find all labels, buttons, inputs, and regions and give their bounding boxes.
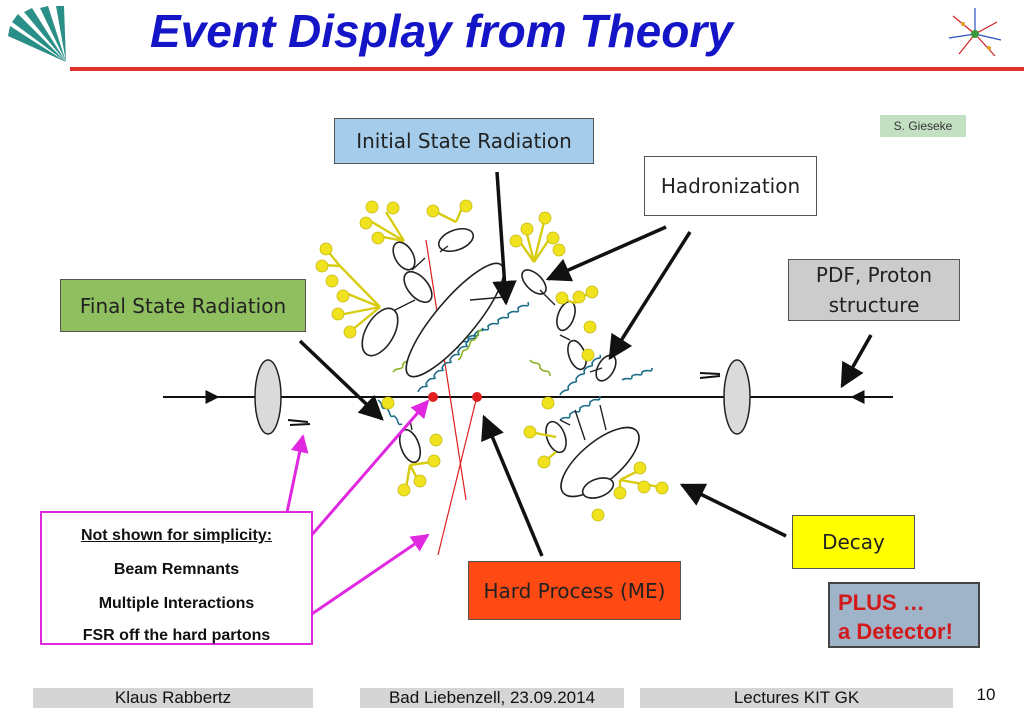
interaction-vertex-1 [428,392,438,402]
label-arrows [298,171,873,557]
hadron-particles [315,199,669,522]
label-initial-state-radiation: Initial State Radiation [334,118,594,164]
footer-author: Klaus Rabbertz [33,688,313,708]
note-item: Multiple Interactions [98,595,255,612]
plus-line-2: a Detector! [838,619,953,644]
plus-detector-callout: PLUS … a Detector! [828,582,980,648]
proton-right [723,359,751,435]
interaction-vertex-2 [472,392,482,402]
credit-label: S. Gieseke [880,115,966,137]
note-heading: Not shown for simplicity: [80,527,273,544]
label-final-state-radiation: Final State Radiation [60,279,306,332]
hard-parton-2 [437,399,477,556]
hadron-clusters [361,227,640,499]
note-item: FSR off the hard partons [82,627,271,644]
event-logo [948,8,1002,57]
label-hadronization: Hadronization [644,156,817,216]
footer-course: Lectures KIT GK [640,688,953,708]
hard-parton-1 [425,239,467,501]
university-logo [8,6,66,62]
simplification-note: Not shown for simplicity: Beam Remnants … [40,511,313,645]
plus-line-1: PLUS … [838,590,925,615]
proton-left [254,359,282,435]
page-number: 10 [976,685,996,704]
label-hard-process: Hard Process (ME) [468,561,681,620]
footer-place-date: Bad Liebenzell, 23.09.2014 [360,688,624,708]
pdf-line-1: PDF, Proton [815,263,933,287]
label-decay: Decay [792,515,915,569]
note-item: Beam Remnants [113,561,240,578]
label-pdf-proton-structure: PDF, Proton structure [788,259,960,321]
title-divider [70,67,1024,71]
pdf-line-2: structure [828,293,920,317]
page-title: Event Display from Theory [150,5,733,57]
